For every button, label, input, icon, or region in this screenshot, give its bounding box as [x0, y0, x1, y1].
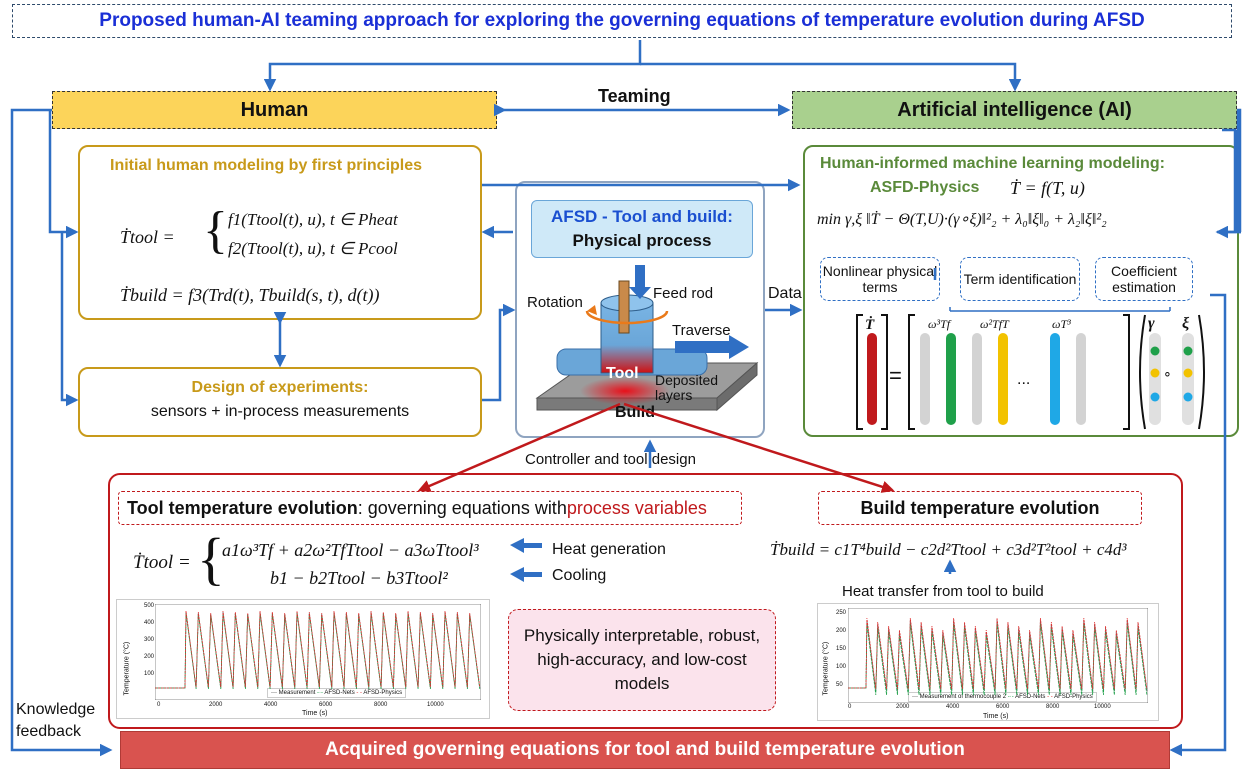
chart-left-ytick-2: 400: [144, 620, 155, 626]
col-label-2: ω²TfT: [980, 317, 1009, 331]
legend-left-3: AFSD-Physics: [363, 690, 403, 696]
chart-right-ytick-1: 250: [836, 610, 847, 616]
legend-right-3: AFSD-Physics: [1054, 694, 1093, 700]
legend-left-1: Measurement: [278, 690, 316, 696]
tool-temp-line2: b1 − b2Ttool − b3Ttool²: [270, 568, 448, 588]
chart-left-xlabel: Time (s): [302, 710, 328, 717]
chart-right-xlabel: Time (s): [983, 713, 1009, 720]
chart-left-xtick-3: 4000: [264, 702, 278, 708]
doe-text: sensors + in-process measurements: [150, 403, 410, 420]
tool-eq-case1: f1(Ttool(t), u), t ∈ Pheat: [228, 210, 398, 229]
chart-right-xtick-2: 2000: [896, 704, 910, 710]
circ-symbol: ∘: [1163, 365, 1172, 381]
ai-modeling-title: Human-informed machine learning modeling…: [820, 155, 1165, 172]
chart-right-ytick-4: 100: [836, 664, 847, 670]
tool-temp-lhs: Ṫtool =: [133, 552, 191, 573]
doe-title: Design of experiments:: [191, 379, 369, 396]
build-eq: Ṫbuild = f3(Trd(t), Tbuild(s, t), d(t)): [120, 285, 380, 305]
tag-term: Term identification: [960, 257, 1080, 301]
tool-eq-brace: {: [203, 202, 228, 259]
equals-sign: =: [889, 363, 902, 388]
center-summary-box: Physically interpretable, robust, high-a…: [508, 609, 776, 711]
afsd-subtitle: Physical process: [572, 231, 712, 250]
mat-t-label: Ṫ: [865, 317, 875, 333]
chart-right-xtick-4: 6000: [996, 704, 1010, 710]
col-label-1: ω³Tf: [928, 317, 951, 331]
afsd-traverse: Traverse: [672, 322, 731, 339]
afsd-illustration: [535, 265, 759, 412]
ai-header: Artificial intelligence (AI): [792, 91, 1237, 129]
chart-left-xtick-1: 0: [157, 702, 161, 708]
chart-left-ytick-5: 100: [144, 671, 155, 677]
chart-left-ytick-4: 200: [144, 654, 155, 660]
legend-right-2: AFSD-Nets: [1015, 694, 1046, 700]
xi-label: ξ: [1182, 315, 1190, 332]
chart-right-ytick-3: 150: [836, 646, 847, 652]
chart-left-ytick-3: 300: [144, 637, 155, 643]
sindy-matrix: [856, 307, 1205, 430]
page-title: Proposed human-AI teaming approach for e…: [12, 4, 1232, 38]
chart-right-xtick-6: 10000: [1094, 704, 1111, 710]
human-header: Human: [52, 91, 497, 129]
chart-right-xtick-1: 0: [848, 704, 852, 710]
ai-modeling-box: Human-informed machine learning modeling…: [803, 145, 1239, 437]
chart-right-xtick-3: 4000: [946, 704, 960, 710]
data-label: Data: [768, 285, 802, 302]
afsd-feed-rod: Feed rod: [653, 285, 714, 302]
ai-physics-label: ASFD-Physics: [870, 179, 980, 196]
chart-right-plot: [848, 608, 1148, 703]
tool-eq-lhs: Ṫtool =: [120, 227, 175, 247]
controller-label: Controller and tool design: [525, 451, 696, 468]
knowledge-feedback-label: Knowledge feedback: [16, 701, 96, 740]
heat-transfer-label: Heat transfer from tool to build: [842, 583, 1044, 600]
chart-right-ytick-5: 50: [836, 682, 843, 688]
legend-left-2: AFSD-Nets: [324, 690, 355, 696]
chart-right-legend: — Measurement of thermocouple 2 -·- AFSD…: [908, 692, 1097, 702]
afsd-deposited: Deposited layers: [655, 372, 719, 403]
acquired-bar: Acquired governing equations for tool an…: [120, 731, 1170, 769]
tool-temp-brace: {: [197, 526, 225, 591]
chart-left-plot: [155, 604, 481, 700]
gamma-label: γ: [1148, 315, 1155, 332]
cooling-label: Cooling: [552, 567, 607, 584]
chart-left-ytick-1: 500: [144, 603, 155, 609]
tool-eq-case2: f2(Ttool(t), u), t ∈ Pcool: [228, 239, 398, 258]
afsd-rotation: Rotation: [527, 294, 583, 311]
build-temp-eq: Ṫbuild = c1T⁴build − c2d²Ttool + c3d²T²t…: [770, 540, 1127, 559]
chart-left: Temperature (°C) 500 400 300 200 100 0 2…: [116, 599, 490, 719]
afsd-title-box: AFSD - Tool and build: Physical process: [531, 200, 753, 258]
tool-temp-heading-rest: : governing equations with: [357, 497, 567, 518]
build-temp-heading: Build temperature evolution: [818, 491, 1142, 525]
chart-left-xtick-5: 8000: [374, 702, 388, 708]
ai-physics-eq: Ṫ = f(T, u): [1010, 178, 1085, 198]
human-modeling-title: Initial human modeling by first principl…: [110, 157, 423, 174]
bottom-box: [108, 473, 1183, 729]
afsd-box: AFSD - Tool and build: Physical process …: [515, 181, 765, 438]
chart-left-xtick-2: 2000: [209, 702, 223, 708]
chart-right: Temperature (°C) 250 200 150 100 50 0 20…: [817, 603, 1159, 721]
chart-right-ytick-2: 200: [836, 628, 847, 634]
doe-box: Design of experiments: sensors + in-proc…: [78, 367, 482, 437]
ai-opt-eq: min γ,ξ ‖Ṫ − Θ(T,U)·(γ∘ξ)‖²₂ + λ₀‖ξ‖₀ + …: [817, 211, 1107, 228]
chart-left-xtick-6: 10000: [427, 702, 444, 708]
chart-right-xtick-5: 8000: [1046, 704, 1060, 710]
tag-nonlinear: Nonlinear physical terms: [820, 257, 940, 301]
afsd-build: Build: [615, 404, 655, 421]
tool-temp-heading-bold: Tool temperature evolution: [127, 497, 358, 518]
tool-temp-line1: a1ω³Tf + a2ω²TfTtool − a3ωTtool³: [222, 540, 479, 560]
tag-coef: Coefficient estimation: [1095, 257, 1193, 301]
col-label-3: ωT³: [1052, 317, 1071, 331]
afsd-tool: Tool: [606, 365, 639, 382]
teaming-label: Teaming: [598, 86, 671, 106]
chart-left-xtick-4: 6000: [319, 702, 333, 708]
col-dots: ...: [1017, 371, 1031, 388]
heat-generation-label: Heat generation: [552, 541, 666, 558]
chart-left-legend: — Measurement -·- AFSD-Nets - - AFSD-Phy…: [267, 688, 407, 698]
afsd-title: AFSD - Tool and build:: [551, 207, 733, 226]
legend-right-1: Measurement of thermocouple 2: [919, 694, 1007, 700]
tool-temp-heading-red: process variables: [566, 497, 707, 518]
